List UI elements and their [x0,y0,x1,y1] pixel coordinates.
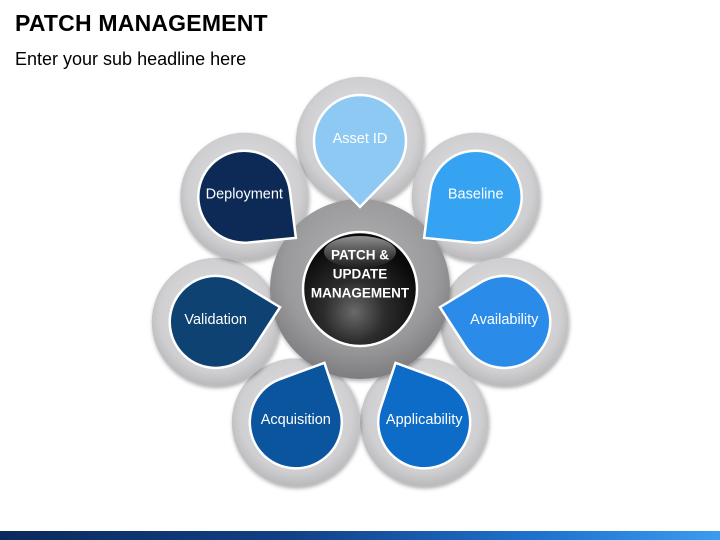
petal-label-asset-id: Asset ID [333,131,388,147]
petal-deployment: Deployment [197,149,298,244]
petal-shape-applicability [376,361,472,470]
petal-label-acquisition: Acquisition [261,412,331,428]
hub-label-line-1: PATCH & [331,248,389,263]
hub-label-line-3: MANAGEMENT [311,286,410,301]
petal-asset-id: Asset ID [312,93,408,209]
petal-label-validation: Validation [184,312,247,328]
petal-validation: Validation [168,274,282,370]
petal-label-availability: Availability [470,312,539,328]
petal-shape-availability [438,274,552,370]
petal-label-baseline: Baseline [448,187,504,203]
page-title: PATCH MANAGEMENT [15,10,268,36]
petal-shape-asset-id [312,93,408,209]
petal-baseline: Baseline [422,149,523,244]
petal-label-deployment: Deployment [206,187,283,203]
page-subtitle: Enter your sub headline here [15,49,247,69]
hub-sphere-highlight [324,236,396,268]
petal-shape-acquisition [248,361,344,470]
petal-applicability: Applicability [376,361,472,470]
bottom-accent-bar [0,531,720,540]
petal-availability: Availability [438,274,552,370]
hub-label-line-2: UPDATE [333,267,388,282]
petal-shape-baseline [422,149,523,244]
petal-shape-deployment [197,149,298,244]
petal-label-applicability: Applicability [386,412,463,428]
petal-acquisition: Acquisition [248,361,344,470]
petal-shape-validation [168,274,282,370]
